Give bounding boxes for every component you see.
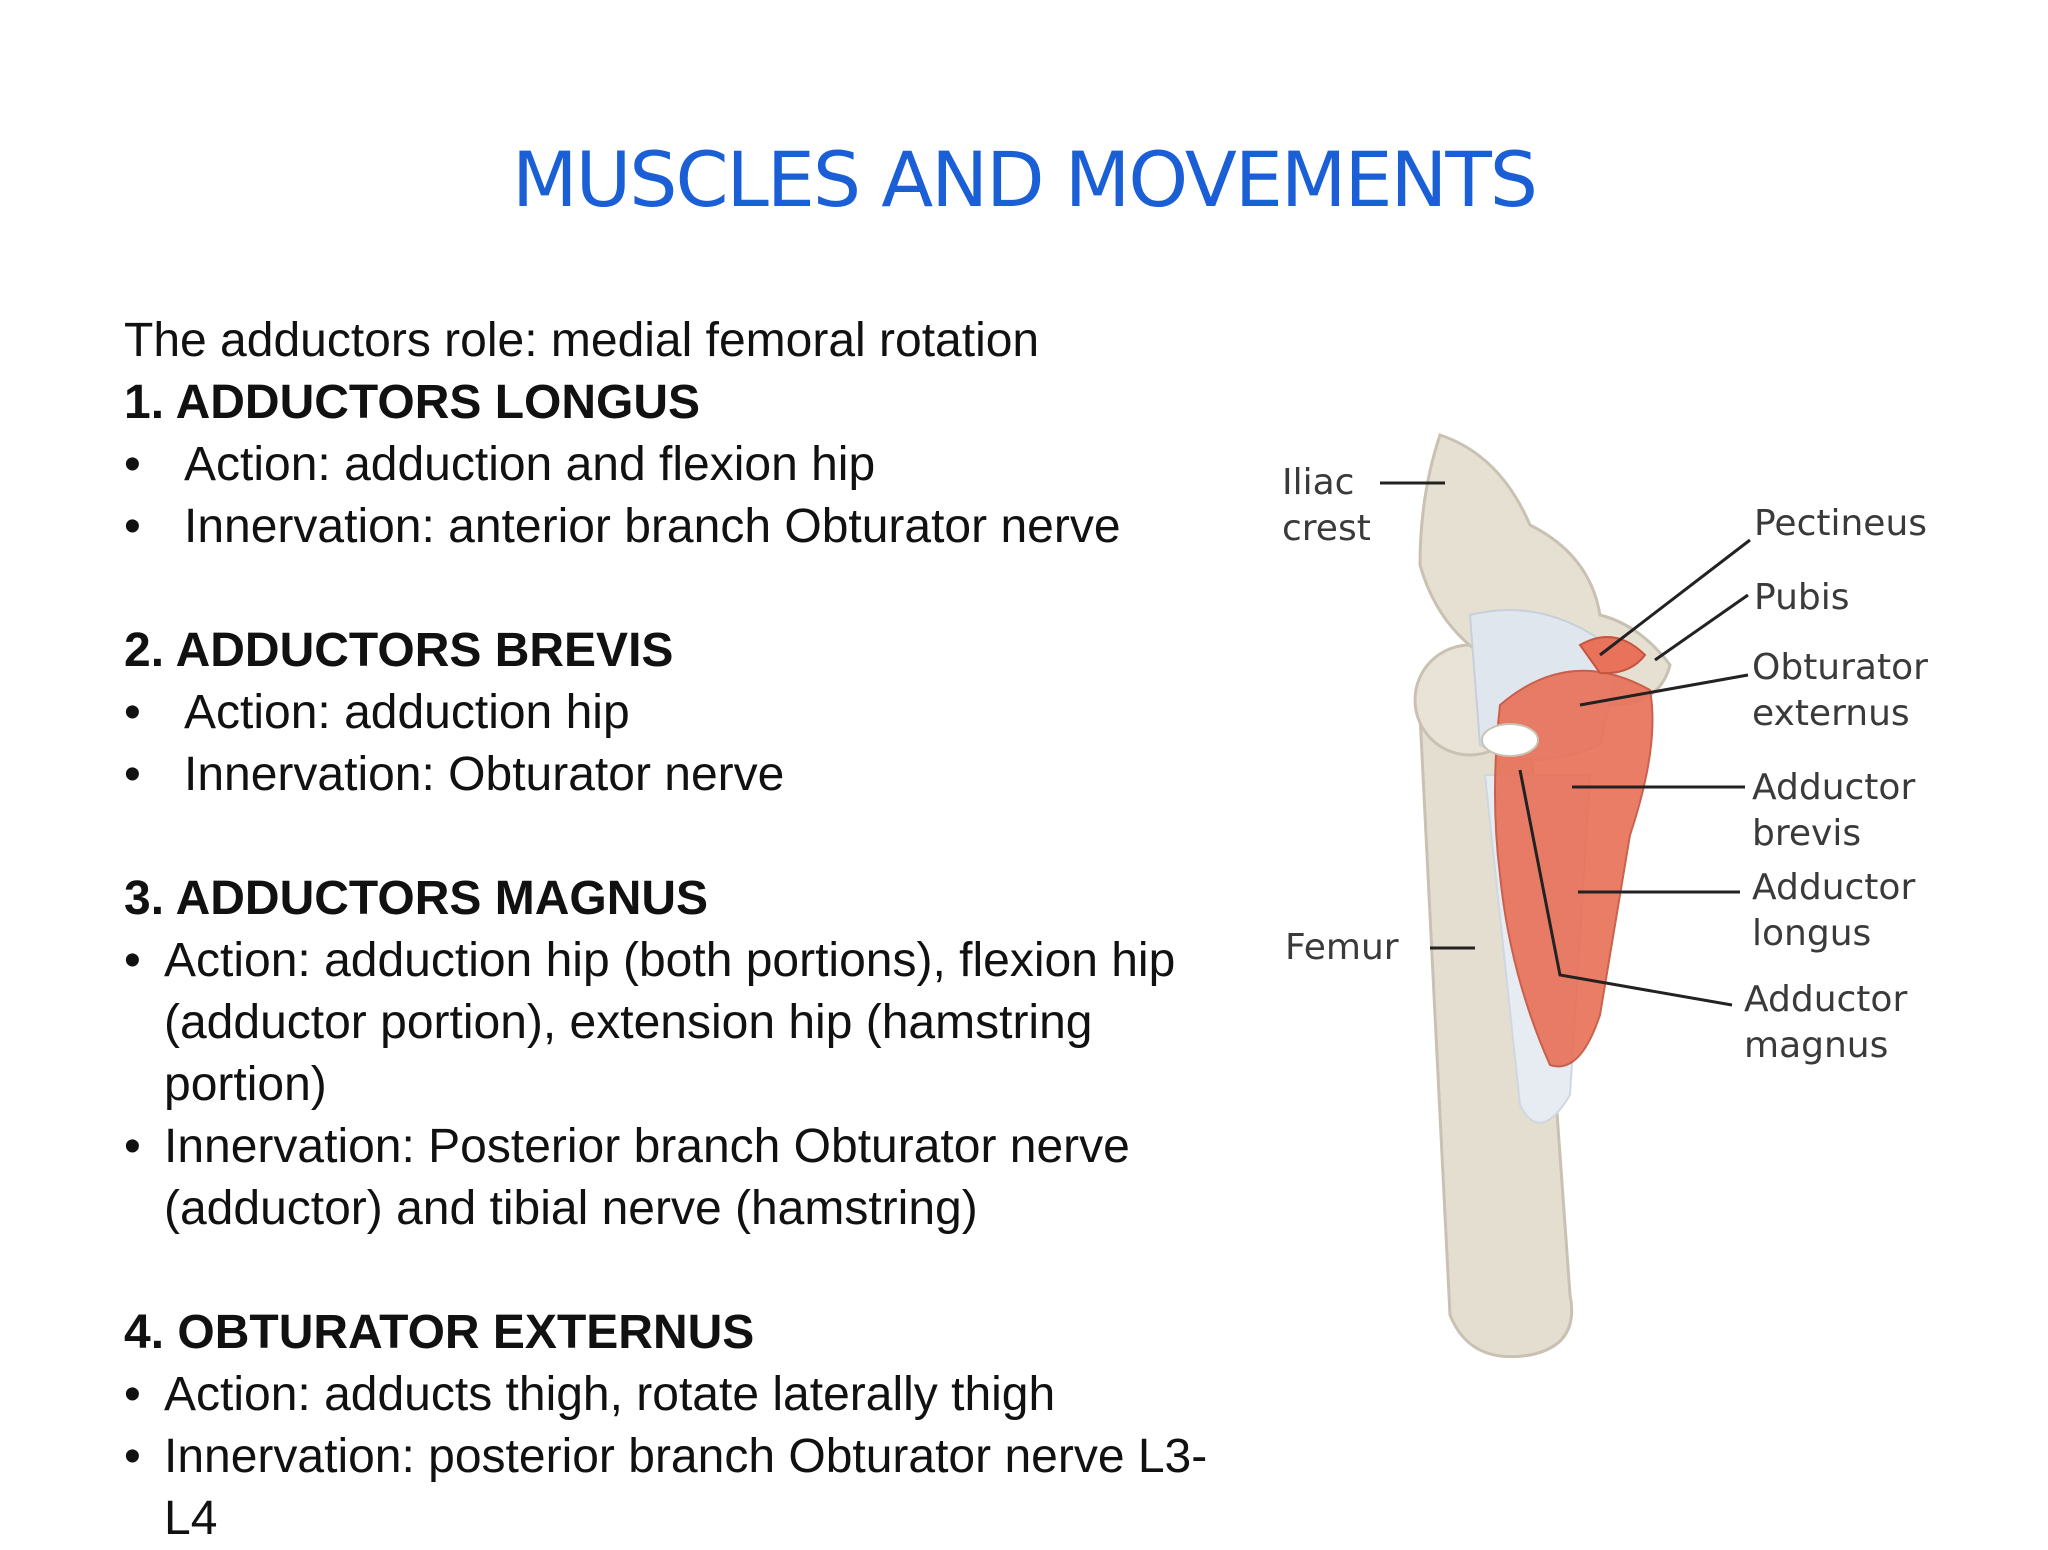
list-item: • Action: adduction and flexion hip [124, 434, 1314, 496]
section-heading-adductor-brevis: 2. ADDUCTORS BREVIS [124, 624, 674, 677]
bullet-icon: • [124, 1120, 141, 1173]
label-adductor-magnus: Adductor magnus [1744, 979, 1908, 1066]
bullet-text: L4 [164, 1492, 218, 1545]
list-item: • Action: adducts thigh, rotate laterall… [124, 1364, 1314, 1426]
label-obturator-externus: Obturator externus [1752, 647, 1928, 734]
bullet-text: Action: adduction and flexion hip [184, 438, 876, 491]
bullet-icon: • [124, 438, 141, 491]
bullet-icon: • [124, 1368, 141, 1421]
label-iliac-crest: Iliac crest [1282, 462, 1371, 549]
list-item: • Innervation: posterior branch Obturato… [124, 1426, 1314, 1550]
pectineus-shape [1578, 636, 1647, 675]
leader-pectineus [1599, 538, 1751, 657]
hip-adductor-diagram: Iliac crest Pectineus Pubis Obturator ex… [1270, 415, 1990, 1375]
bullet-text: Innervation: Obturator nerve [184, 748, 785, 801]
obturator-foramen-shape [1481, 723, 1539, 757]
label-adductor-longus: Adductor longus [1752, 867, 1916, 954]
bullet-icon: • [124, 686, 141, 739]
bullet-text: (adductor) and tibial nerve (hamstring) [164, 1182, 978, 1235]
section-heading-obturator-externus: 4. OBTURATOR EXTERNUS [124, 1306, 755, 1359]
leader-pubis [1654, 593, 1749, 662]
list-item: • Innervation: anterior branch Obturator… [124, 496, 1314, 558]
adductor-muscle-shape [1494, 669, 1654, 1068]
bullet-text: Innervation: anterior branch Obturator n… [184, 500, 1121, 553]
bullet-text: Action: adduction hip (both portions), f… [164, 934, 1176, 987]
bullet-text: Innervation: posterior branch Obturator … [164, 1430, 1208, 1483]
label-adductor-brevis: Adductor brevis [1752, 767, 1916, 854]
leader-obturator-externus [1579, 673, 1749, 707]
bullet-icon: • [124, 1430, 141, 1483]
bullet-text: portion) [164, 1058, 327, 1111]
label-femur: Femur [1285, 927, 1399, 968]
label-pubis: Pubis [1754, 577, 1850, 618]
bullet-text: Innervation: Posterior branch Obturator … [164, 1120, 1130, 1173]
bullet-icon: • [124, 934, 141, 987]
leader-lines [1380, 481, 1751, 1007]
bullet-text: (adductor portion), extension hip (hamst… [164, 996, 1093, 1049]
section-heading-adductor-longus: 1. ADDUCTORS LONGUS [124, 376, 701, 429]
bullet-icon: • [124, 748, 141, 801]
leader-adductor-magnus [1518, 769, 1733, 1007]
list-item: • Action: adduction hip (both portions),… [124, 930, 1314, 1116]
list-item: • Innervation: Obturator nerve [124, 744, 1314, 806]
slide-body: The adductors role: medial femoral rotat… [124, 310, 1314, 1550]
hip-bone-illustration [1380, 433, 1751, 1359]
bullet-icon: • [124, 500, 141, 553]
bullet-text: Action: adducts thigh, rotate laterally … [164, 1368, 1056, 1421]
bullet-text: Action: adduction hip [184, 686, 630, 739]
slide-title: MUSCLES AND MOVEMENTS [512, 135, 1538, 224]
label-pectineus: Pectineus [1754, 503, 1928, 544]
section-heading-adductor-magnus: 3. ADDUCTORS MAGNUS [124, 872, 709, 925]
list-item: • Action: adduction hip [124, 682, 1314, 744]
intro-text: The adductors role: medial femoral rotat… [124, 314, 1040, 367]
list-item: • Innervation: Posterior branch Obturato… [124, 1116, 1314, 1240]
